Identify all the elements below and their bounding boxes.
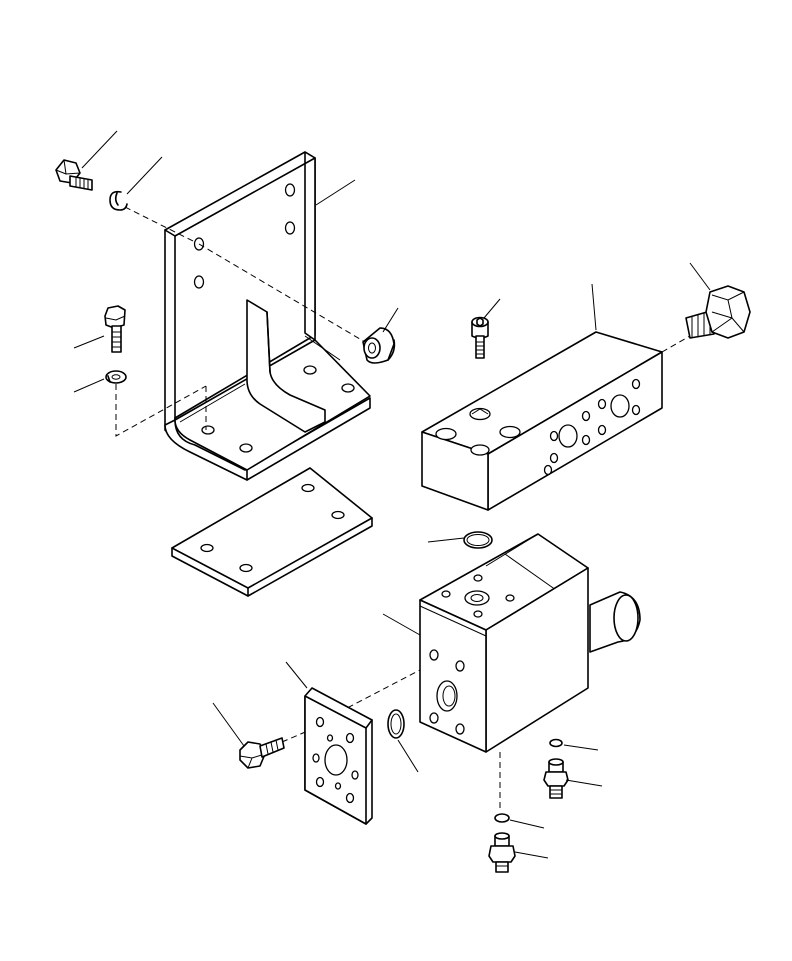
valve-body [419,533,641,753]
o-ring-upper [463,531,493,549]
bolt-top-left [55,159,93,191]
block-hole [549,430,559,442]
valve-port [436,680,458,712]
valve-hole [429,649,439,661]
assembly-line [124,206,196,243]
block-port [435,427,457,441]
flange-hole [345,732,355,744]
block-port [558,424,578,448]
block-port [610,394,630,418]
small-o-ring-bottom [494,813,510,823]
assembly-line [329,669,421,718]
bracket-hole [341,383,355,393]
valve-hole [455,660,465,672]
fitting-right [543,758,569,799]
valve-hole [429,712,439,724]
sleeve-spacer [362,327,396,364]
small-o-ring-right [549,738,563,748]
valve-hole [473,574,483,582]
assembly-line [198,243,366,343]
socket-head-screw [471,316,489,359]
block-hole [597,424,607,436]
plate-hole [200,543,214,553]
plate-hole [301,483,315,493]
assembly-line [661,335,691,353]
bolt-left [104,305,126,353]
flange-hole [326,734,334,742]
bracket-hole [303,365,317,375]
flange-bolt [239,737,285,769]
hex-plug [685,285,751,339]
bracket-hole [201,425,215,435]
flange-plate [304,687,373,825]
block-port [499,425,521,439]
lock-washer-top [109,190,128,211]
flange-hole [345,792,355,804]
flange-hole [315,716,325,728]
valve-hole [473,610,483,618]
block-hole [631,404,641,416]
block-hole [631,378,641,390]
block-hole [543,464,553,476]
valve-hole [455,723,465,735]
plate-hole [331,510,345,520]
o-ring-side [387,709,405,739]
block-hole [549,452,559,464]
assembly-line [115,384,207,437]
block-port [469,407,491,421]
bracket-hole [193,275,205,289]
flange-hole [315,776,325,788]
block-port [470,444,490,456]
flange-hole [312,753,320,763]
bracket-hole [239,443,253,453]
flange-hole [351,770,359,780]
flange-bore [324,744,348,776]
block-hole [581,434,591,446]
flange-hole [334,782,342,790]
valve-manifold-block [421,331,663,511]
bracket-hole [284,221,296,235]
fitting-bottom [488,832,516,873]
valve-hole [505,594,515,602]
spacer-plate [171,467,373,597]
block-hole [581,410,591,422]
bracket-hole [284,183,296,197]
lock-washer-left [105,370,127,384]
l-bracket [164,151,371,481]
valve-port [464,590,490,606]
leader-lines [73,130,711,859]
valve-hole [441,590,451,598]
block-hole [597,398,607,410]
plate-hole [239,563,253,573]
